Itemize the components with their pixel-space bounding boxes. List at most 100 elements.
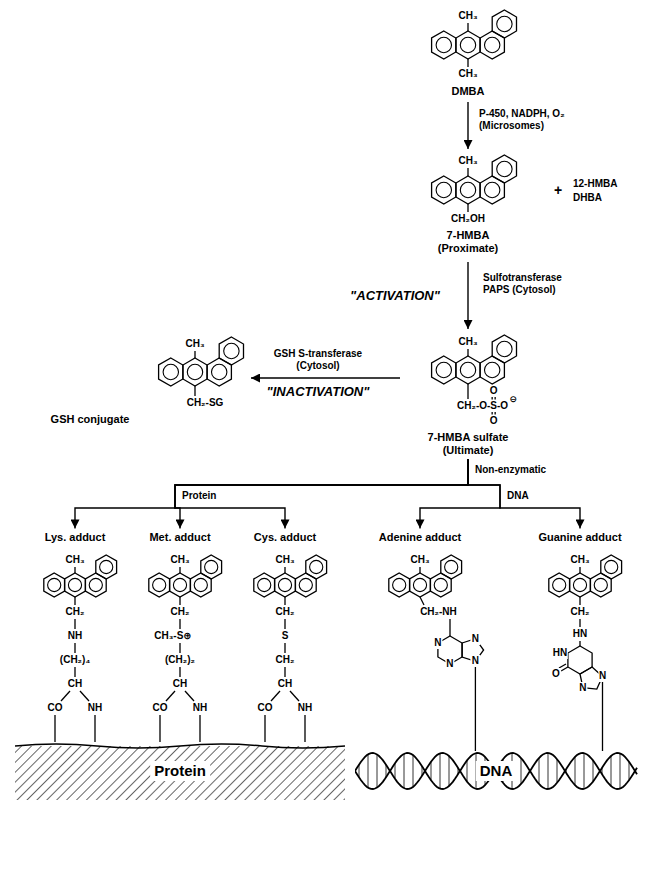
bond-line	[264, 715, 265, 742]
aromatic-circle	[573, 578, 586, 591]
bond-line	[194, 351, 195, 358]
atom-label: CH₂	[65, 606, 86, 618]
base-pair	[395, 763, 396, 779]
aromatic-ring	[432, 176, 456, 204]
band-label: DNA	[476, 761, 517, 781]
atom-label: CH₂-SG	[186, 397, 225, 409]
aromatic-ring	[170, 573, 191, 597]
reaction-arrow	[468, 459, 580, 528]
step-label: "ACTIVATION"	[349, 288, 441, 304]
aromatic-ring	[456, 176, 480, 204]
reaction-arrow	[175, 459, 468, 528]
atom-label: (CH₂)₂	[164, 654, 196, 666]
dna-band: DNA	[355, 742, 638, 800]
base-pair	[404, 754, 405, 788]
bond-line	[579, 597, 580, 605]
compound-name: 7-HMBA (Proximate)	[437, 229, 500, 255]
aromatic-ring	[149, 573, 170, 597]
reaction-arrow	[467, 262, 468, 329]
aromatic-ring	[207, 358, 231, 386]
bond-line	[467, 349, 468, 356]
aromatic-ring	[441, 555, 462, 579]
aromatic-circle	[89, 578, 102, 591]
aromatic-circle	[163, 364, 178, 379]
atom-label: HN	[552, 647, 568, 659]
aromatic-circle	[460, 37, 475, 52]
dna-bond	[475, 661, 476, 751]
edge-label: P-450, NADPH, O₂ (Microsomes)	[478, 108, 605, 132]
compound-name: Adenine adduct	[378, 531, 463, 544]
adduct-group: Lys. adductCH₃CH₂NH(CH₂)₄CHCONH	[30, 529, 122, 720]
aromatic-ring	[492, 155, 516, 183]
bond-line	[284, 567, 285, 573]
atom-label: N	[471, 655, 480, 667]
atom-label: CH₃	[457, 68, 478, 80]
protein-band: Protein	[15, 742, 345, 800]
atom-label: CH₃	[409, 554, 430, 566]
bond-line	[579, 567, 580, 573]
bond-line	[166, 691, 175, 701]
adduct-group: Cys. adductCH₃CH₂SCH₂CHCONH	[240, 529, 335, 720]
atom-label: (CH₂)₄	[59, 654, 91, 666]
band-label: Protein	[150, 761, 210, 781]
atom-label: CO	[257, 702, 274, 714]
aromatic-ring	[44, 573, 65, 597]
aromatic-circle	[299, 578, 312, 591]
atom-label: N	[578, 682, 587, 694]
atom-label: O	[489, 385, 499, 397]
atom-label: CH₂	[170, 606, 191, 618]
compound-name: DMBA	[451, 85, 486, 98]
aromatic-ring	[190, 573, 211, 597]
base-pair	[368, 754, 369, 787]
atom-label: O	[551, 668, 561, 680]
aromatic-ring	[456, 356, 480, 384]
dna-strand	[355, 753, 637, 789]
atom-label: NH	[67, 630, 83, 642]
aromatic-circle	[173, 578, 186, 591]
aromatic-ring	[183, 358, 207, 386]
compound-group: CH₃CH₂-O-S-OOO⊖7-HMBA sulfate (Ultimate)	[400, 330, 560, 459]
compound-group: CH₃CH₂OH7-HMBA (Proximate)	[420, 150, 540, 262]
branch-label: Non-enzymatic	[474, 464, 547, 476]
base-pair	[548, 753, 549, 789]
aromatic-circle	[194, 578, 207, 591]
atom-label: O	[489, 415, 499, 427]
bond-line	[271, 691, 280, 701]
base-pair	[575, 757, 576, 785]
aromatic-ring	[492, 335, 516, 363]
aromatic-circle	[205, 560, 218, 573]
bond-line	[94, 715, 95, 742]
aromatic-ring	[480, 176, 504, 204]
aromatic-ring	[85, 573, 106, 597]
branch-label: DNA	[506, 490, 530, 502]
aromatic-circle	[460, 182, 475, 197]
plus-sign: +	[553, 182, 563, 199]
base-pair	[593, 760, 594, 781]
aromatic-circle	[100, 560, 113, 573]
atom-label: S	[281, 630, 290, 642]
aromatic-circle	[413, 578, 426, 591]
aromatic-circle	[187, 364, 202, 379]
aromatic-ring	[570, 573, 591, 597]
bond-line	[179, 667, 180, 677]
atom-label: CH₃	[457, 336, 478, 348]
bond-line	[561, 667, 568, 671]
aromatic-circle	[224, 343, 239, 358]
atom-label: CH₃-S⊕	[153, 630, 192, 642]
atom-label: CH₂	[275, 654, 296, 666]
bond-line	[194, 386, 195, 396]
atom-label: HN	[572, 628, 588, 640]
bond-line	[449, 619, 450, 636]
aromatic-circle	[605, 560, 618, 573]
bond-line	[467, 204, 468, 212]
bond-line	[179, 619, 180, 629]
aromatic-circle	[393, 578, 406, 591]
aromatic-ring	[65, 573, 86, 597]
base-pair	[611, 756, 612, 786]
atom-label: CH₂	[275, 606, 296, 618]
aromatic-ring	[601, 555, 622, 579]
atom-label: N	[598, 670, 607, 682]
aromatic-circle	[436, 182, 451, 197]
atom-label: ⊖	[508, 393, 518, 404]
aromatic-circle	[553, 578, 566, 591]
